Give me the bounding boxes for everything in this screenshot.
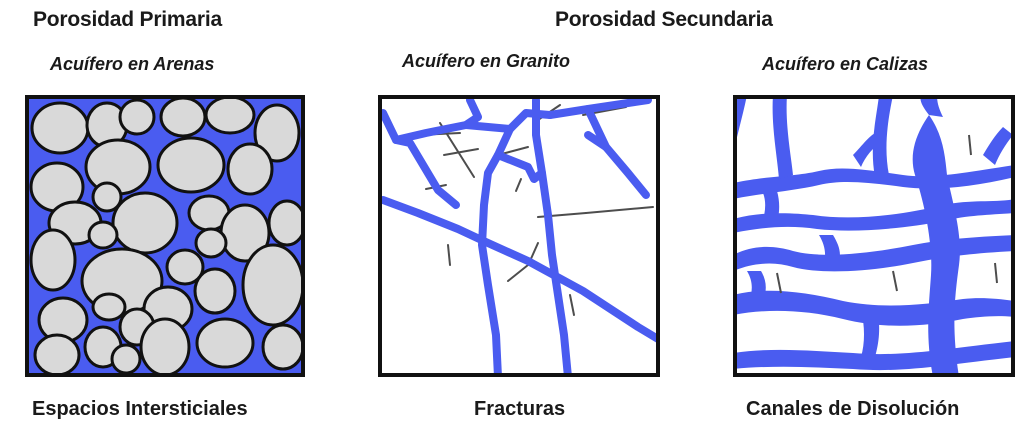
subtitle-sand-aquifer: Acuífero en Arenas <box>50 54 215 74</box>
caption-dissolution-channels: Canales de Disolución <box>746 398 960 420</box>
subtitle-limestone-aquifer: Acuífero en Calizas <box>762 54 929 74</box>
heading-primary-porosity: Porosidad Primaria <box>33 8 222 31</box>
granite-fracture-diagram <box>378 95 660 377</box>
heading-secondary-porosity: Porosidad Secundaria <box>555 8 773 31</box>
caption-fractures: Fracturas <box>474 398 566 420</box>
sand-porosity-diagram <box>25 95 305 377</box>
subtitle-granite-aquifer: Acuífero en Granito <box>402 51 571 71</box>
caption-interstitial-spaces: Espacios Intersticiales <box>32 398 248 420</box>
limestone-dissolution-diagram <box>733 95 1015 377</box>
